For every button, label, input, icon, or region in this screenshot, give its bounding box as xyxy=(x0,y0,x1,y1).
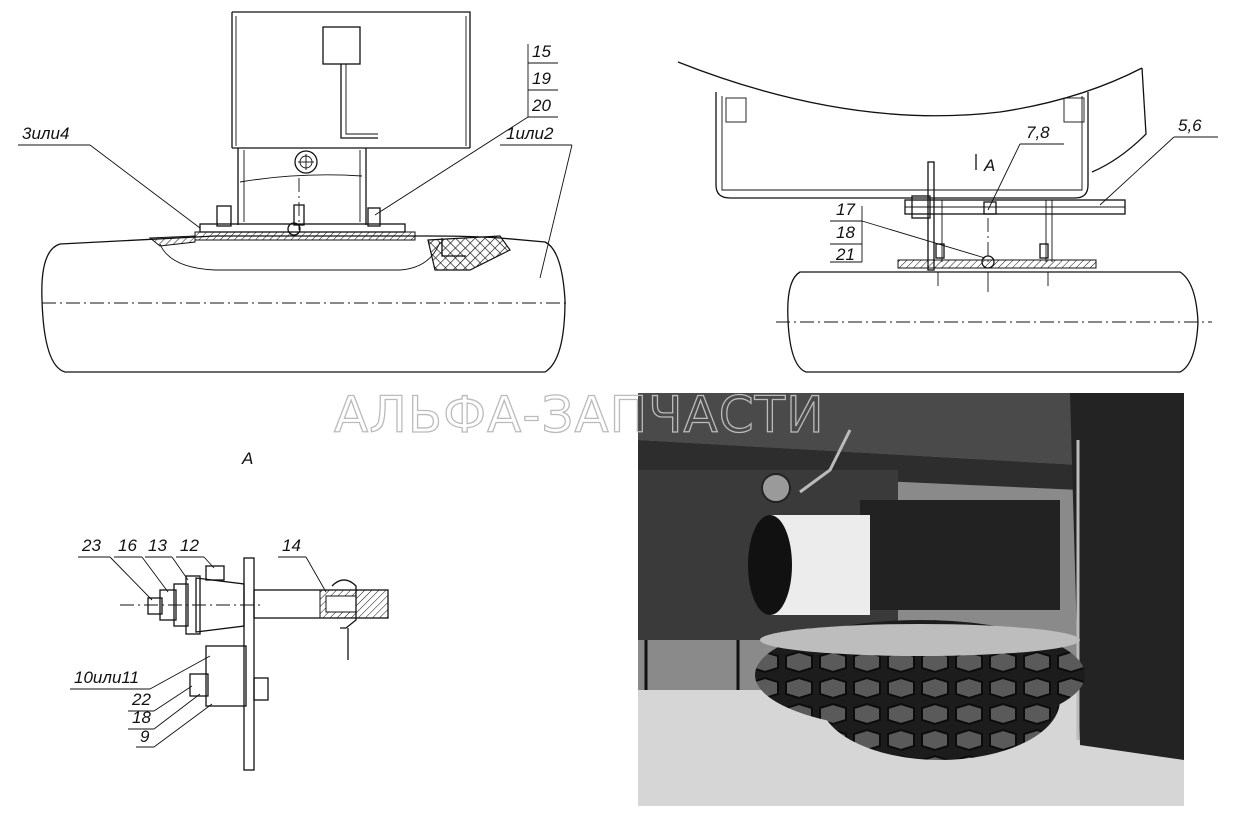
photo-spare-wheel xyxy=(638,393,1184,806)
left-view xyxy=(41,11,570,373)
callout-3-or-4: 3или4 xyxy=(22,124,69,143)
callout-12: 12 xyxy=(180,536,199,555)
detail-a-title: А xyxy=(241,449,253,468)
watermark: АЛЬФА-ЗАПЧАСТИ xyxy=(334,386,825,444)
callout-18: 18 xyxy=(836,223,855,242)
callout-19: 19 xyxy=(532,69,551,88)
callout-18-detail: 18 xyxy=(132,708,151,727)
callout-21: 21 xyxy=(835,245,855,264)
callout-15: 15 xyxy=(532,42,551,61)
callout-23: 23 xyxy=(81,536,101,555)
callout-22: 22 xyxy=(131,690,151,709)
detail-a: А xyxy=(120,449,389,771)
callout-14: 14 xyxy=(282,536,301,555)
callout-10-or-11: 10или11 xyxy=(74,668,139,687)
callout-16: 16 xyxy=(118,536,137,555)
section-mark-a: А xyxy=(983,156,995,175)
right-view xyxy=(677,61,1212,373)
callout-17: 17 xyxy=(836,200,855,219)
callout-20: 20 xyxy=(531,96,551,115)
callout-1-or-2: 1или2 xyxy=(506,124,554,143)
detail-a-callouts: 23 16 13 12 14 10или11 22 18 9 xyxy=(70,536,327,748)
callout-5-6: 5,6 xyxy=(1178,116,1202,135)
right-view-callouts: 7,8 5,6 А 17 18 21 xyxy=(830,116,1218,264)
left-view-callouts: 15 19 20 3или4 1или2 xyxy=(18,42,573,279)
callout-9: 9 xyxy=(140,727,150,746)
callout-13: 13 xyxy=(148,536,167,555)
callout-7-8: 7,8 xyxy=(1026,123,1050,142)
